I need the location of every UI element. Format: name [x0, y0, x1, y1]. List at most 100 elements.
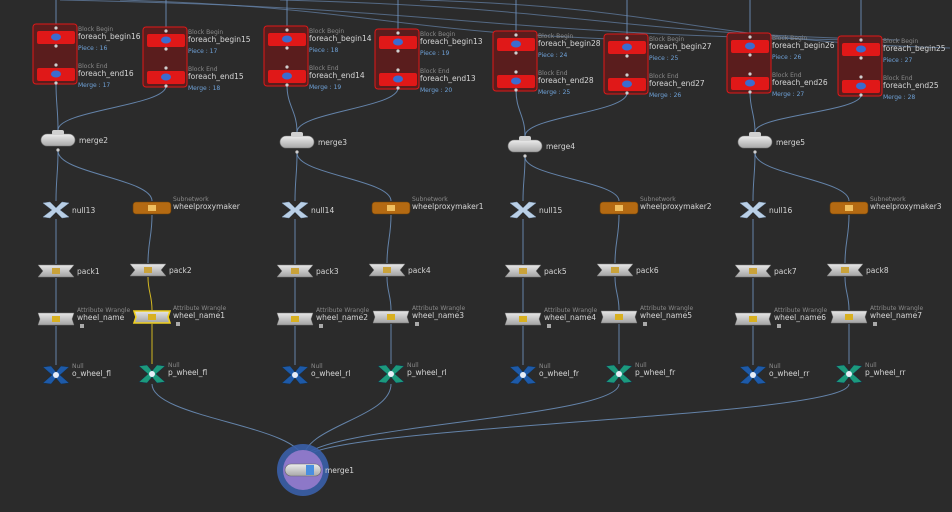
lock-icon [415, 322, 419, 326]
output-dot[interactable] [54, 81, 58, 85]
output-dot[interactable] [859, 93, 863, 97]
pack-node[interactable]: pack2 [129, 263, 192, 277]
merge-shape [40, 133, 76, 147]
wire [302, 383, 620, 461]
wire [524, 156, 620, 202]
pack-node[interactable]: pack7 [734, 264, 797, 278]
pack-node[interactable]: pack4 [368, 263, 431, 277]
input-dot[interactable] [285, 28, 289, 32]
output-dot[interactable] [748, 53, 752, 57]
wire [522, 156, 526, 202]
merge-node[interactable]: merge3 [279, 132, 347, 154]
output-dot[interactable] [514, 51, 518, 55]
null-node[interactable]: null14 [281, 201, 334, 219]
node-info: Piece : 24 [538, 52, 567, 59]
node-type-label: Attribute Wrangle [640, 305, 693, 312]
input-dot[interactable] [54, 63, 58, 67]
input-dot[interactable] [859, 75, 863, 79]
merge-node[interactable]: merge5 [737, 132, 805, 154]
output-dot[interactable] [164, 84, 168, 88]
pack-node[interactable]: pack6 [596, 263, 659, 277]
output-dot[interactable] [514, 88, 518, 92]
merge-node[interactable]: merge4 [507, 136, 575, 158]
null-node[interactable]: null16 [739, 201, 792, 219]
output-dot[interactable] [523, 154, 527, 158]
null-node[interactable]: null15 [509, 201, 562, 219]
input-dot[interactable] [285, 65, 289, 69]
output-dot[interactable] [753, 150, 757, 154]
output-dot[interactable] [54, 44, 58, 48]
node-name: foreach_end16 [78, 69, 134, 78]
input-dot[interactable] [748, 35, 752, 39]
pack-node[interactable]: pack1 [37, 264, 100, 278]
output-dot[interactable] [396, 49, 400, 53]
output-dot[interactable] [56, 148, 60, 152]
merge-node[interactable]: merge2 [40, 130, 108, 152]
output-dot[interactable] [295, 150, 299, 154]
output-dot[interactable] [285, 46, 289, 50]
output-dot[interactable] [625, 91, 629, 95]
output-dot[interactable] [285, 83, 289, 87]
output-dot[interactable] [625, 54, 629, 58]
pack-icon [611, 267, 619, 273]
input-dot[interactable] [164, 66, 168, 70]
input-dot[interactable] [396, 31, 400, 35]
output-dot[interactable] [748, 90, 752, 94]
pack-node[interactable]: pack8 [826, 263, 889, 277]
output-center-icon [53, 372, 59, 378]
input-dot[interactable] [514, 70, 518, 74]
node-type-label: Block End [188, 66, 218, 73]
final-merge-node[interactable]: merge1 [277, 444, 354, 496]
node-name: foreach_begin13 [420, 37, 483, 46]
input-dot[interactable] [625, 36, 629, 40]
node-type-label: Attribute Wrangle [870, 305, 923, 312]
node-info: Piece : 16 [78, 45, 107, 52]
input-dot[interactable] [54, 26, 58, 30]
input-dot[interactable] [748, 72, 752, 76]
input-dot[interactable] [625, 73, 629, 77]
output-dot[interactable] [859, 56, 863, 60]
wire [286, 84, 298, 133]
output-dot[interactable] [396, 86, 400, 90]
null-node[interactable]: null13 [42, 201, 95, 219]
output-dot[interactable] [164, 47, 168, 51]
pack-node[interactable]: pack3 [276, 264, 339, 278]
input-dot[interactable] [859, 38, 863, 42]
node-name: pack4 [408, 266, 431, 275]
input-dot[interactable] [396, 68, 400, 72]
pack-node[interactable]: pack5 [504, 264, 567, 278]
output-center-icon [750, 372, 756, 378]
input-dot[interactable] [514, 33, 518, 37]
input-dot[interactable] [164, 29, 168, 33]
node-name: foreach_begin16 [78, 32, 141, 41]
